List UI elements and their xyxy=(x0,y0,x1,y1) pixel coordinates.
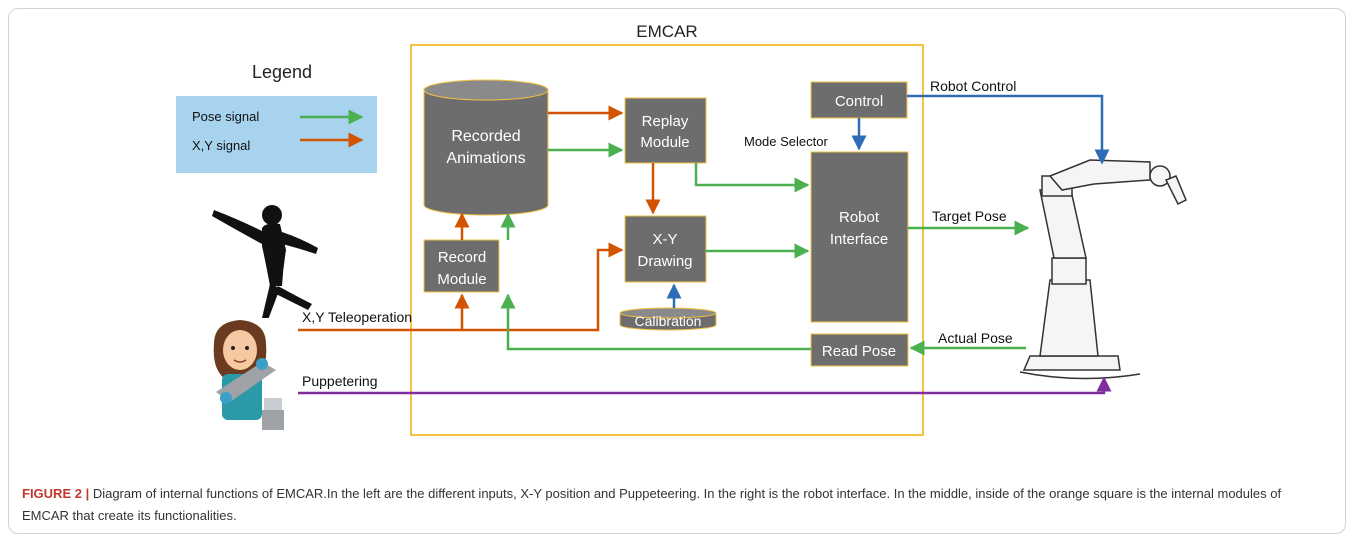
emcar-diagram: EMCAR Legend Pose signal X,Y signal xyxy=(176,22,1187,436)
edge-puppetering xyxy=(298,376,1112,395)
edge-teleop-xy xyxy=(298,242,624,332)
label-robot-control: Robot Control xyxy=(930,78,1016,94)
caption-text: Diagram of internal functions of EMCAR.I… xyxy=(22,486,1282,523)
edge-readpose-to-record xyxy=(500,293,811,351)
record-module-label-1: Record xyxy=(438,249,486,266)
read-pose-node: Read Pose xyxy=(810,333,909,367)
legend-xy-label: X,Y signal xyxy=(192,138,250,153)
replay-module-label-1: Replay xyxy=(642,113,689,130)
label-target-pose: Target Pose xyxy=(932,208,1007,224)
robot-arm-icon xyxy=(1019,159,1187,380)
calibration-node: Calibration xyxy=(619,307,717,331)
control-label: Control xyxy=(835,93,883,110)
robot-interface-label-2: Interface xyxy=(830,231,888,248)
replay-module-label-2: Module xyxy=(640,134,689,151)
recorded-animations-node: Recorded Animations xyxy=(423,79,549,216)
caption-lead: FIGURE 2 | xyxy=(22,486,90,501)
figure-frame xyxy=(8,8,1346,534)
edge-control-to-robot xyxy=(907,94,1110,165)
robot-interface-label-1: Robot xyxy=(839,209,880,226)
record-module-node: Record Module xyxy=(423,239,500,293)
xy-drawing-label-2: Drawing xyxy=(637,253,692,270)
figure-caption: FIGURE 2 | Diagram of internal functions… xyxy=(22,483,1327,527)
robot-interface-node: Robot Interface xyxy=(810,151,909,323)
edge-replay-to-interface xyxy=(694,163,810,193)
recorded-animations-label-1: Recorded xyxy=(451,128,520,145)
legend: Legend Pose signal X,Y signal xyxy=(176,62,377,173)
record-module-label-2: Module xyxy=(437,271,486,288)
calibration-label: Calibration xyxy=(635,313,702,329)
label-xy-teleoperation: X,Y Teleoperation xyxy=(302,309,412,325)
operator-with-robot-icon xyxy=(206,318,284,430)
legend-title: Legend xyxy=(252,62,312,82)
emcar-container xyxy=(410,44,924,436)
emcar-title: EMCAR xyxy=(636,22,697,41)
legend-pose-label: Pose signal xyxy=(192,109,259,124)
dancer-silhouette-icon xyxy=(212,205,318,320)
xy-drawing-label-1: X-Y xyxy=(652,231,677,248)
label-actual-pose: Actual Pose xyxy=(938,330,1013,346)
legend-box xyxy=(176,96,377,173)
read-pose-label: Read Pose xyxy=(822,343,896,360)
label-mode-selector: Mode Selector xyxy=(744,134,828,149)
control-node: Control xyxy=(810,81,908,119)
xy-drawing-node: X-Y Drawing xyxy=(624,215,707,283)
label-puppetering: Puppetering xyxy=(302,373,378,389)
replay-module-node: Replay Module xyxy=(624,97,707,164)
recorded-animations-label-2: Animations xyxy=(446,150,525,167)
